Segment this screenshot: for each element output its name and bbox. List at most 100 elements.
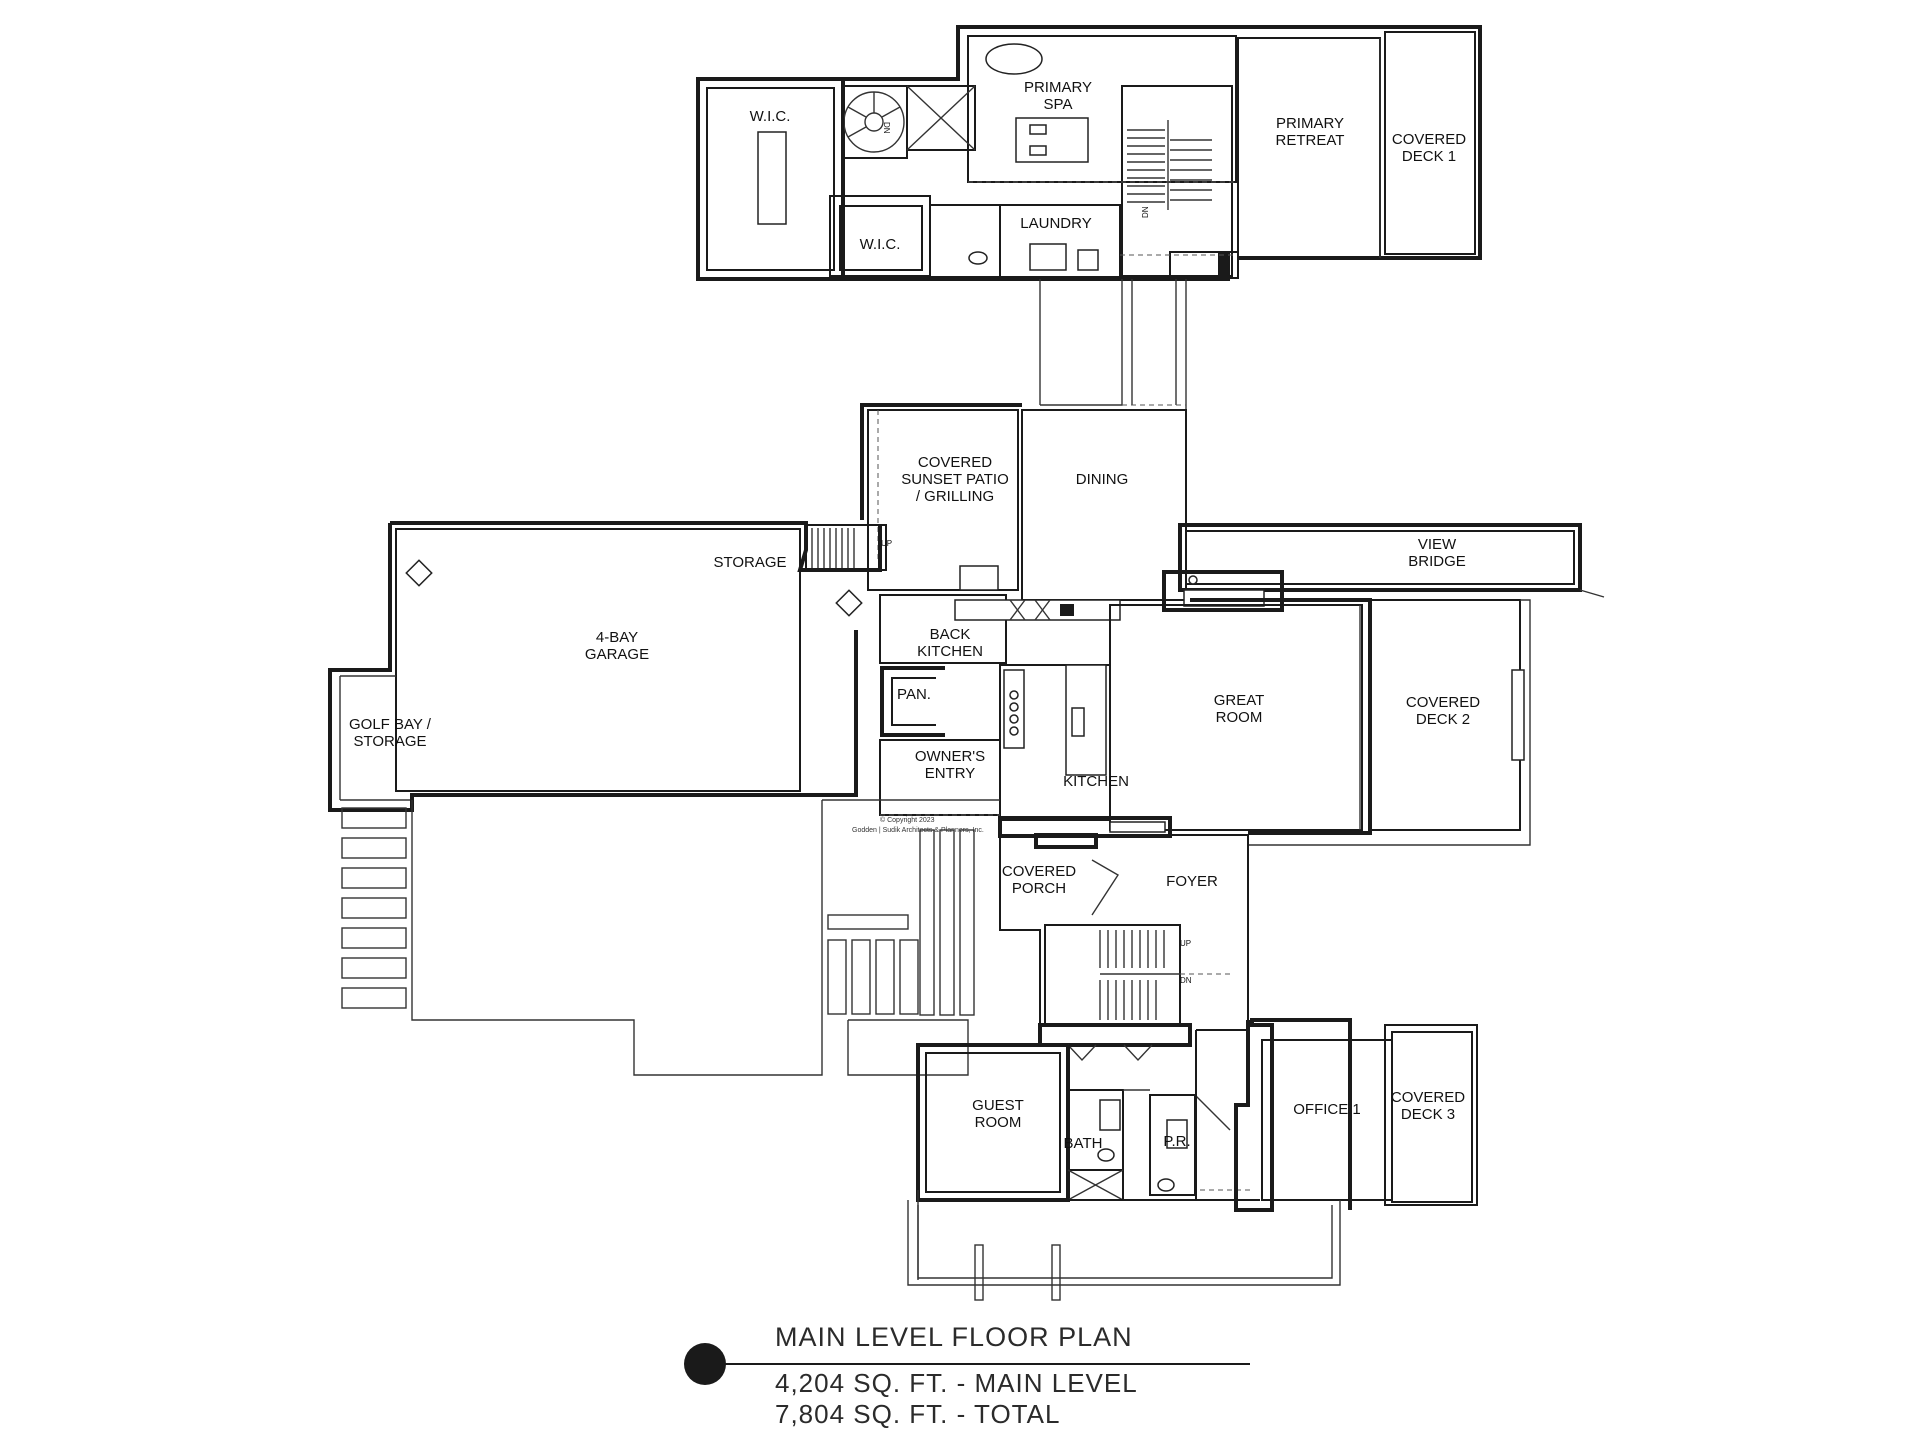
label-covered-deck-3-a: COVERED — [1391, 1089, 1465, 1106]
toilet-icon — [1097, 1148, 1115, 1162]
driveway — [341, 799, 1000, 1076]
copyright-line-2: Godden | Sudik Architects & Planners, In… — [852, 827, 984, 834]
label-owners-entry-1: OWNER'S — [915, 748, 985, 765]
primary-wc — [929, 204, 1001, 278]
spiral-stair-core — [864, 112, 884, 132]
fireplace — [1162, 570, 1284, 612]
garage-column-marker — [405, 559, 433, 587]
garage-stair — [805, 524, 887, 571]
label-covered-deck-2-b: DECK 2 — [1416, 711, 1470, 728]
primary-suite-wing — [696, 25, 1482, 281]
garage-north-wall — [390, 521, 882, 572]
label-laundry: LAUNDRY — [1020, 215, 1091, 232]
area-total: 7,804 SQ. FT. - TOTAL — [775, 1399, 1060, 1429]
office-outline — [1234, 1018, 1352, 1212]
pantry-room — [880, 666, 945, 737]
label-guest-room-1: GUEST — [972, 1097, 1024, 1114]
note-dn-primary: DN — [1141, 206, 1150, 218]
label-sunset-patio-1: COVERED — [918, 454, 992, 471]
four-bay-garage — [395, 528, 801, 792]
label-great-room-2: ROOM — [1216, 709, 1263, 726]
toilet-icon — [1157, 1178, 1175, 1192]
plan-title: MAIN LEVEL FLOOR PLAN — [775, 1322, 1133, 1352]
back-kitchen — [879, 594, 1007, 664]
main-living-block — [328, 403, 1605, 846]
stair-notes: UP DN UP DN DN — [881, 122, 1192, 985]
wic-1-island — [757, 131, 787, 225]
bathtub-fixture — [985, 43, 1043, 75]
title-bullet-icon — [684, 1343, 726, 1385]
label-foyer: FOYER — [1166, 873, 1218, 890]
label-back-kitchen-1: BACK — [930, 626, 971, 643]
label-sunset-patio-2: SUNSET PATIO — [901, 471, 1009, 488]
copyright-line-1: © Copyright 2023 — [880, 816, 935, 824]
label-primary-retreat-2: RETREAT — [1276, 132, 1345, 149]
label-covered-porch-2: PORCH — [1012, 880, 1066, 897]
label-covered-deck-3-b: DECK 3 — [1401, 1106, 1455, 1123]
entry-wing — [907, 830, 1478, 1301]
label-golf-bay-2: STORAGE — [353, 733, 426, 750]
garage-outer-wall — [328, 523, 858, 812]
label-primary-spa-1: PRIMARY — [1024, 79, 1092, 96]
shower-room — [906, 85, 976, 151]
label-bath: BATH — [1064, 1135, 1103, 1152]
great-room — [1109, 604, 1363, 831]
label-guest-room-2: ROOM — [975, 1114, 1022, 1131]
label-garage-2: GARAGE — [585, 646, 649, 663]
spiral-stair-enclosure — [842, 85, 908, 159]
garage-column-marker — [835, 589, 863, 617]
office-1 — [1261, 1039, 1393, 1201]
label-wic-1: W.I.C. — [750, 108, 791, 125]
label-dining: DINING — [1076, 471, 1129, 488]
covered-deck-3 — [1391, 1031, 1473, 1203]
label-great-room-1: GREAT — [1214, 692, 1265, 709]
wic-2-inner-outline — [839, 205, 923, 271]
label-primary-retreat-1: PRIMARY — [1276, 115, 1344, 132]
note-dn-foyer: DN — [1180, 976, 1192, 985]
note-up-foyer: UP — [1180, 939, 1191, 948]
label-covered-deck-2-a: COVERED — [1406, 694, 1480, 711]
primary-suite-outer-wall — [843, 25, 1482, 260]
foyer-outline — [1106, 834, 1249, 1031]
label-owners-entry-2: ENTRY — [925, 765, 976, 782]
label-sunset-patio-3: / GRILLING — [916, 488, 994, 505]
title-block: MAIN LEVEL FLOOR PLAN 4,204 SQ. FT. - MA… — [684, 1322, 1250, 1429]
area-main-level: 4,204 SQ. FT. - MAIN LEVEL — [775, 1368, 1138, 1398]
spa-vanity-island — [1015, 117, 1089, 163]
label-office-1: OFFICE 1 — [1293, 1101, 1361, 1118]
kitchen-island — [1065, 664, 1107, 776]
label-pantry: PAN. — [897, 686, 931, 703]
label-storage: STORAGE — [713, 554, 786, 571]
label-wic-2: W.I.C. — [860, 236, 901, 253]
label-view-bridge-1: VIEW — [1418, 536, 1457, 553]
front-terrace — [907, 1200, 1341, 1286]
porch-door-swing — [1091, 859, 1119, 916]
toilet-icon — [968, 251, 988, 265]
view-bridge — [1178, 523, 1582, 592]
copyright-note: © Copyright 2023 Godden | Sudik Architec… — [852, 816, 984, 834]
label-primary-spa-2: SPA — [1044, 96, 1073, 113]
label-garage-1: 4-BAY — [596, 629, 638, 646]
room-labels: W.I.C. W.I.C. PRIMARY SPA LAUNDRY PRIMAR… — [349, 79, 1480, 1152]
label-covered-porch-1: COVERED — [1002, 863, 1076, 880]
covered-sunset-patio — [867, 409, 1019, 591]
primary-stair — [1121, 85, 1233, 277]
label-covered-deck-1-a: COVERED — [1392, 131, 1466, 148]
covered-deck-1 — [1384, 31, 1476, 255]
note-up-garage: UP — [881, 539, 892, 548]
sunset-patio-wall — [860, 403, 1022, 520]
note-dn-spiral: DN — [882, 122, 891, 134]
dining-room — [1021, 409, 1187, 601]
main-stair — [1044, 924, 1181, 1026]
closet-doors — [1067, 1044, 1153, 1062]
laundry-room — [999, 204, 1121, 278]
label-kitchen: KITCHEN — [1063, 773, 1129, 790]
label-powder-room: P.R. — [1163, 1133, 1190, 1150]
entry-closets — [1038, 1023, 1192, 1047]
label-golf-bay-1: GOLF BAY / — [349, 716, 432, 733]
wic-1-inner-outline — [706, 87, 835, 271]
label-view-bridge-2: BRIDGE — [1408, 553, 1466, 570]
primary-spa-room — [967, 35, 1237, 183]
label-covered-deck-1-b: DECK 1 — [1402, 148, 1456, 165]
